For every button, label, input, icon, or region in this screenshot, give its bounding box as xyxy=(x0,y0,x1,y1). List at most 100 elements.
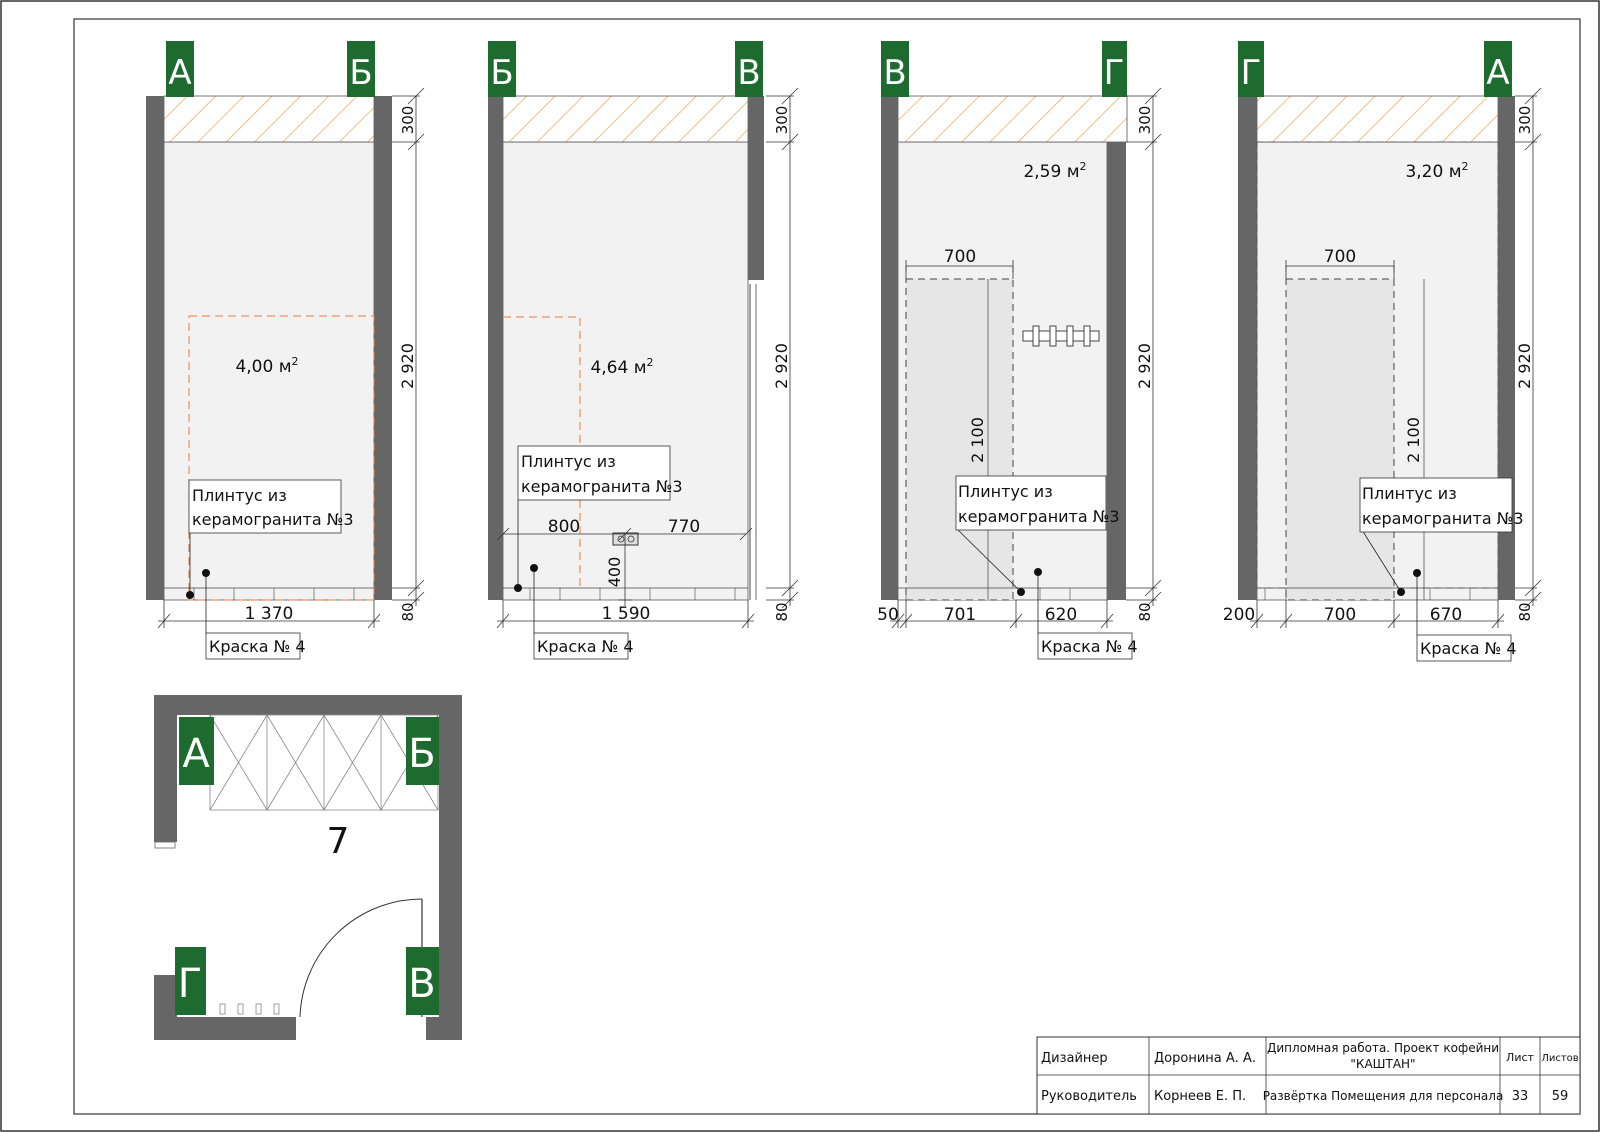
plinth-callout-line1: Плинтус из xyxy=(521,452,616,471)
hatched-beam xyxy=(502,95,749,143)
side-wall-left xyxy=(146,96,164,600)
elevation-b-v: Б В 4,64 м2 800 770 400 300 2 920 80 xyxy=(488,41,799,660)
title-block-frame xyxy=(1036,1036,1581,1115)
plan-wall-left-upper xyxy=(154,695,177,842)
plinth-joints xyxy=(1264,588,1471,600)
vertical-dimension xyxy=(1515,87,1542,609)
paint-callout: Краска № 4 xyxy=(537,637,634,656)
axis-label-g: Г xyxy=(178,961,202,1007)
dim-extra: 800 xyxy=(548,517,580,537)
side-wall-right xyxy=(374,96,392,600)
plinth-callout-line1: Плинтус из xyxy=(958,482,1053,501)
plan-wall-top xyxy=(154,695,462,715)
axis-label-right: А xyxy=(1486,53,1509,93)
plinth-leader-dot xyxy=(1017,588,1025,596)
inner-dimension xyxy=(905,260,1014,279)
supervisor-role: Руководитель xyxy=(1041,1089,1137,1104)
floor-plan: А Б Г В 7 xyxy=(154,695,462,1040)
vertical-dimension xyxy=(766,87,799,609)
plinth-callout-line1: Плинтус из xyxy=(192,486,287,505)
dim-bottom: 80 xyxy=(1136,602,1154,621)
plan-door-swing xyxy=(299,898,423,1018)
sheet-label: Лист xyxy=(1506,1051,1534,1064)
side-wall-left xyxy=(881,96,898,600)
area-label: 4,64 м2 xyxy=(590,356,653,378)
side-wall-right xyxy=(1498,96,1515,600)
hatched-beam xyxy=(163,95,375,143)
supervisor-name: Корнеев Е. П. xyxy=(1154,1089,1246,1104)
side-wall-left xyxy=(488,96,503,600)
dim-main: 2 920 xyxy=(1515,343,1534,389)
dim-width: 1 590 xyxy=(602,604,651,624)
dim-width: 50 xyxy=(877,605,899,625)
dim-width: 620 xyxy=(1045,605,1077,625)
paint-leader-dot xyxy=(202,569,210,577)
axis-marker-right xyxy=(1484,41,1512,97)
side-wall-left xyxy=(1238,96,1257,600)
dim-main: 2 920 xyxy=(772,343,791,389)
elevation-a-b: А Б 4,00 м2 300 2 920 80 1 370 Плинтус и… xyxy=(146,41,425,660)
designer-role: Дизайнер xyxy=(1041,1051,1108,1066)
paint-callout: Краска № 4 xyxy=(1041,637,1138,656)
axis-marker-b xyxy=(406,717,439,785)
dim-bottom: 80 xyxy=(399,602,417,621)
door-zone xyxy=(1285,278,1395,601)
sheets-total: 59 xyxy=(1552,1089,1569,1104)
area-label: 2,59 м2 xyxy=(1023,160,1086,182)
side-wall-right xyxy=(748,96,764,280)
project-title-line2: "КАШТАН" xyxy=(1350,1057,1415,1071)
area-label: 3,20 м2 xyxy=(1405,160,1468,182)
horizontal-dimension xyxy=(496,600,755,629)
plinth-callout-line2: керамогранита №3 xyxy=(521,477,683,496)
axis-marker-left xyxy=(1238,41,1264,97)
plinth-callout-box xyxy=(955,475,1107,531)
paint-leader-dot xyxy=(1413,569,1421,577)
plan-wall-right xyxy=(439,695,462,1040)
dim-width: 1 370 xyxy=(245,604,294,624)
plan-wall-bottom-right xyxy=(426,1017,462,1040)
drawing-frame xyxy=(73,18,1581,1115)
designer-name: Доронина А. А. xyxy=(1154,1051,1256,1066)
axis-marker-right xyxy=(1102,41,1127,97)
dim-bottom: 80 xyxy=(1516,602,1534,621)
plinth-callout-line2: керамогранита №3 xyxy=(1362,509,1524,528)
axis-label-left: В xyxy=(883,53,906,93)
plinth-callout-line2: керамогранита №3 xyxy=(192,510,354,529)
paint-leader-dot xyxy=(1034,568,1042,576)
dim-width: 701 xyxy=(944,605,976,625)
dim-bottom: 80 xyxy=(773,602,791,621)
horizontal-dimension xyxy=(1250,600,1505,629)
title-block: Дизайнер Доронина А. А. Руководитель Кор… xyxy=(1036,1036,1581,1115)
plinth-joints xyxy=(193,588,355,600)
paint-callout-box xyxy=(1037,632,1133,660)
dim-extra: 700 xyxy=(1324,247,1356,267)
plan-radiator xyxy=(219,1003,280,1015)
axis-label-v: В xyxy=(408,961,435,1007)
axis-marker-left xyxy=(881,41,909,97)
radiator-icon xyxy=(1022,325,1100,347)
vertical-dimension xyxy=(1126,87,1162,609)
dim-width: 700 xyxy=(1324,605,1356,625)
plan-cabinets xyxy=(209,714,439,811)
plinth-joints xyxy=(905,588,1071,600)
dim-width: 670 xyxy=(1430,605,1462,625)
axis-marker-a xyxy=(179,717,214,785)
dashed-zone xyxy=(188,315,375,601)
sheet-title: Развёртка Помещения для персонала xyxy=(1263,1089,1504,1103)
hatched-beam xyxy=(897,95,1128,143)
plinth-callout-box xyxy=(517,445,671,501)
room-number: 7 xyxy=(327,821,350,862)
socket-hole xyxy=(627,535,635,543)
dim-top: 300 xyxy=(1136,106,1154,135)
dim-top: 300 xyxy=(1516,106,1534,135)
axis-marker-v xyxy=(406,947,439,1015)
plinth-callout-line1: Плинтус из xyxy=(1362,484,1457,503)
plinth-leader xyxy=(1361,529,1402,593)
plinth-joints xyxy=(529,588,736,600)
dim-extra: 770 xyxy=(668,517,700,537)
axis-label-left: А xyxy=(168,53,191,93)
sheet-number: 33 xyxy=(1512,1089,1529,1104)
axis-label-b: Б xyxy=(408,731,435,777)
dim-extra: 2 100 xyxy=(1404,417,1423,463)
paint-callout-box xyxy=(1416,634,1512,662)
